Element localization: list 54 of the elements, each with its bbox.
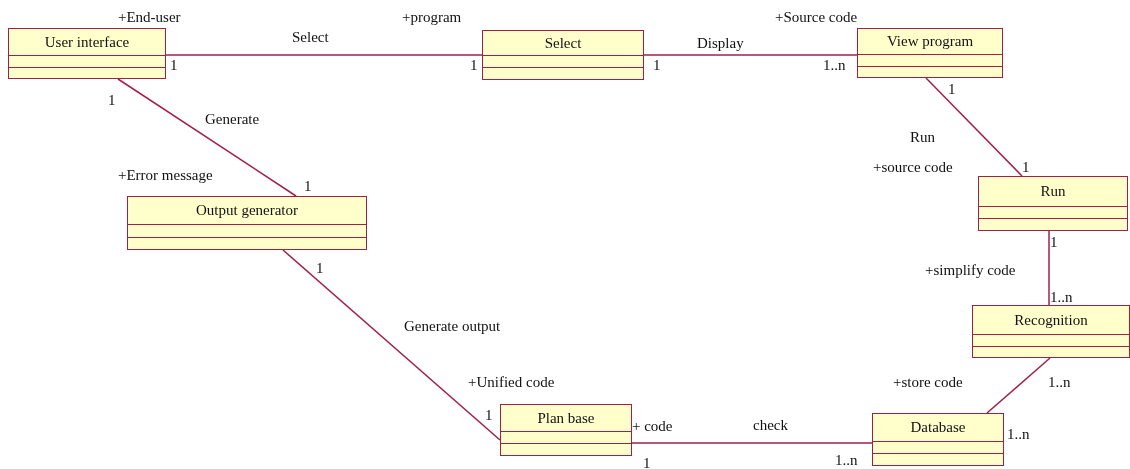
class-box bbox=[8, 28, 166, 79]
role-label: 1 bbox=[316, 261, 324, 276]
edge-label: Select bbox=[290, 30, 331, 45]
class-box bbox=[872, 413, 1004, 466]
role-label: 1..n bbox=[1007, 427, 1030, 442]
edge-label: Generate bbox=[203, 112, 262, 127]
association-line bbox=[986, 357, 1051, 414]
association-line bbox=[282, 249, 501, 441]
role-label: 1 bbox=[1050, 235, 1058, 250]
role-label: 1 bbox=[643, 456, 651, 469]
role-label: +source code bbox=[873, 160, 953, 175]
edge-label: Run bbox=[908, 130, 937, 145]
role-label: 1..n bbox=[823, 58, 846, 73]
association-line bbox=[165, 54, 483, 56]
class-name: View program bbox=[886, 33, 974, 50]
role-label: 1 bbox=[653, 58, 661, 73]
role-label: +Unified code bbox=[468, 375, 555, 390]
role-label: 1 bbox=[485, 408, 493, 423]
class-name: Run bbox=[1040, 183, 1066, 200]
role-label: + code bbox=[632, 419, 673, 434]
association-line bbox=[631, 442, 873, 444]
class-box bbox=[127, 196, 367, 250]
class-box bbox=[978, 176, 1128, 231]
role-label: 1 bbox=[304, 179, 312, 194]
role-label: +store code bbox=[893, 375, 963, 390]
role-label: +program bbox=[402, 10, 462, 25]
role-label: +Source code bbox=[775, 10, 858, 25]
class-name: User interface bbox=[44, 33, 130, 51]
role-label: 1..n bbox=[1048, 375, 1071, 390]
class-name: Recognition bbox=[1014, 311, 1088, 329]
class-box bbox=[972, 305, 1130, 358]
class-box bbox=[482, 30, 644, 80]
association-line bbox=[643, 54, 858, 56]
role-label: 1..n bbox=[835, 453, 858, 468]
edge-label: check bbox=[751, 418, 790, 433]
edge-label: Generate output bbox=[402, 319, 503, 334]
role-label: 1 bbox=[108, 93, 116, 108]
role-label: 1 bbox=[1022, 160, 1030, 175]
association-line bbox=[1048, 230, 1050, 306]
role-label: +End-user bbox=[118, 10, 181, 25]
role-label: 1 bbox=[470, 58, 478, 73]
class-name: Plan base bbox=[537, 409, 595, 427]
class-box bbox=[857, 28, 1003, 78]
edge-label: Display bbox=[695, 36, 746, 51]
role-label: 1..n bbox=[1050, 290, 1073, 305]
role-label: +simplify code bbox=[925, 263, 1016, 278]
class-name: Output generator bbox=[195, 202, 299, 219]
role-label: 1 bbox=[170, 58, 178, 73]
role-label: 1 bbox=[948, 82, 956, 97]
association-line bbox=[117, 78, 297, 197]
association-line bbox=[925, 77, 1023, 177]
class-name: Select bbox=[544, 34, 582, 52]
class-name: Database bbox=[910, 419, 966, 436]
class-box bbox=[500, 404, 632, 456]
